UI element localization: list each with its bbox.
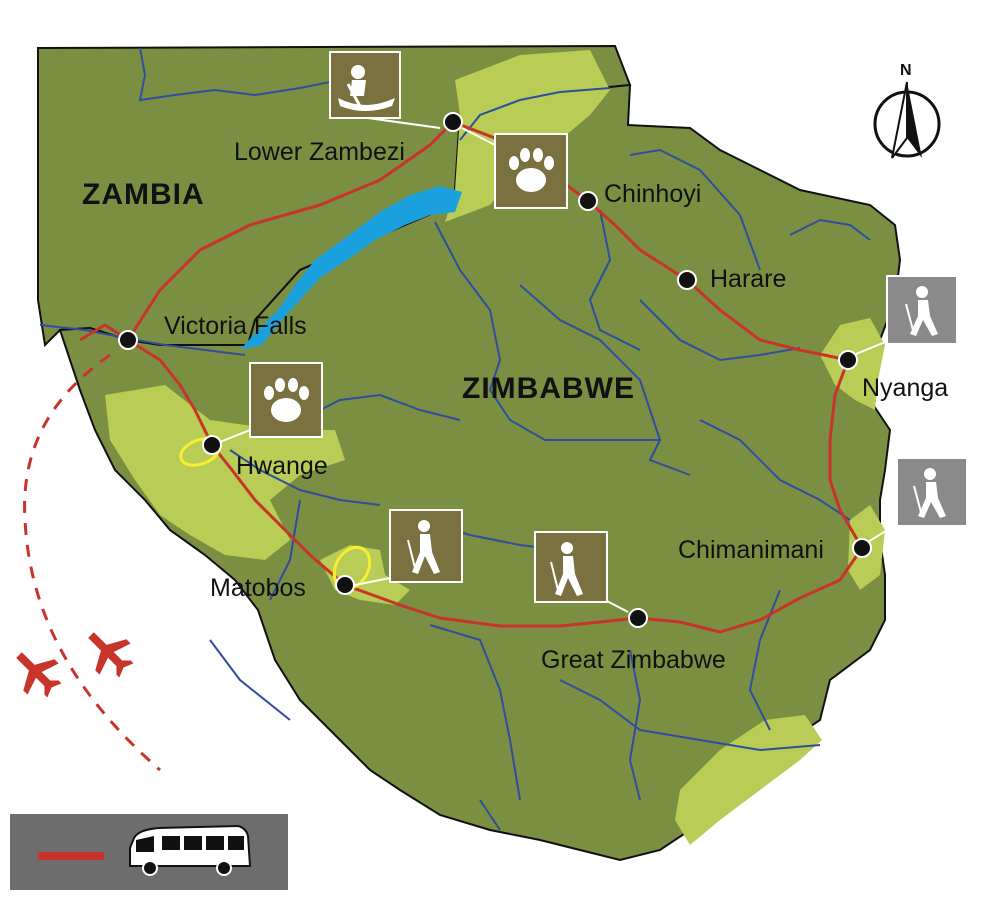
river [559, 679, 821, 752]
marker-harare [677, 270, 697, 290]
river [429, 624, 521, 801]
marker-chimanimani [852, 538, 872, 558]
safari-truck-icon [129, 824, 252, 876]
airplane-icon [16, 652, 62, 698]
hiker-icon-chimanimani [867, 457, 968, 543]
hiker-icon-nyanga [855, 275, 958, 355]
river [229, 449, 381, 506]
lake-kariba [240, 186, 462, 350]
river [639, 299, 801, 362]
river [789, 218, 871, 241]
river [209, 639, 291, 721]
place-label-chinhoyi: Chinhoyi [604, 180, 702, 208]
marker-matobos [335, 575, 355, 595]
marker-chinhoyi [578, 191, 598, 211]
marker-great-zimbabwe [628, 608, 648, 628]
river [299, 393, 461, 421]
place-label-nyanga: Nyanga [862, 374, 949, 402]
legend [10, 814, 288, 890]
place-label-harare: Harare [710, 265, 787, 293]
airplane-icon [88, 632, 134, 678]
river [479, 799, 501, 831]
place-label-hwange: Hwange [236, 452, 328, 480]
compass-north-label: N [900, 62, 912, 79]
hiker-icon-matobos [354, 509, 463, 586]
place-label-great-zimbabwe: Great Zimbabwe [541, 646, 726, 674]
country-label-zimbabwe: ZIMBABWE [462, 372, 635, 405]
zambezi-river [459, 87, 611, 141]
river [629, 148, 761, 271]
place-label-lower-zambezi: Lower Zambezi [234, 138, 405, 166]
park-area-hwange [105, 385, 345, 560]
zambezi-river [39, 324, 246, 356]
canoe-icon [329, 51, 441, 129]
river [588, 209, 641, 351]
flight-path [23, 353, 161, 772]
route-line-icon [38, 852, 104, 860]
marker-lower-zambezi [443, 112, 463, 132]
river [519, 284, 691, 476]
place-markers [118, 112, 872, 628]
river [434, 221, 660, 441]
paw-print-icon-lower-zambezi [461, 127, 568, 209]
route-line [79, 120, 864, 634]
place-label-victoria-falls: Victoria Falls [164, 312, 307, 340]
marker-victoria-falls [118, 330, 138, 350]
marker-nyanga [838, 350, 858, 370]
place-label-matobos: Matobos [210, 574, 306, 602]
marker-hwange [202, 435, 222, 455]
river [138, 47, 331, 102]
river [628, 649, 642, 801]
country-label-zambia: ZAMBIA [82, 178, 205, 211]
river [269, 499, 301, 601]
place-label-chimanimani: Chimanimani [678, 536, 824, 564]
hiker-icon-great-zimbabwe [534, 531, 629, 613]
river [699, 419, 851, 521]
paw-print-icon-hwange [219, 362, 323, 443]
compass-icon [873, 81, 941, 159]
